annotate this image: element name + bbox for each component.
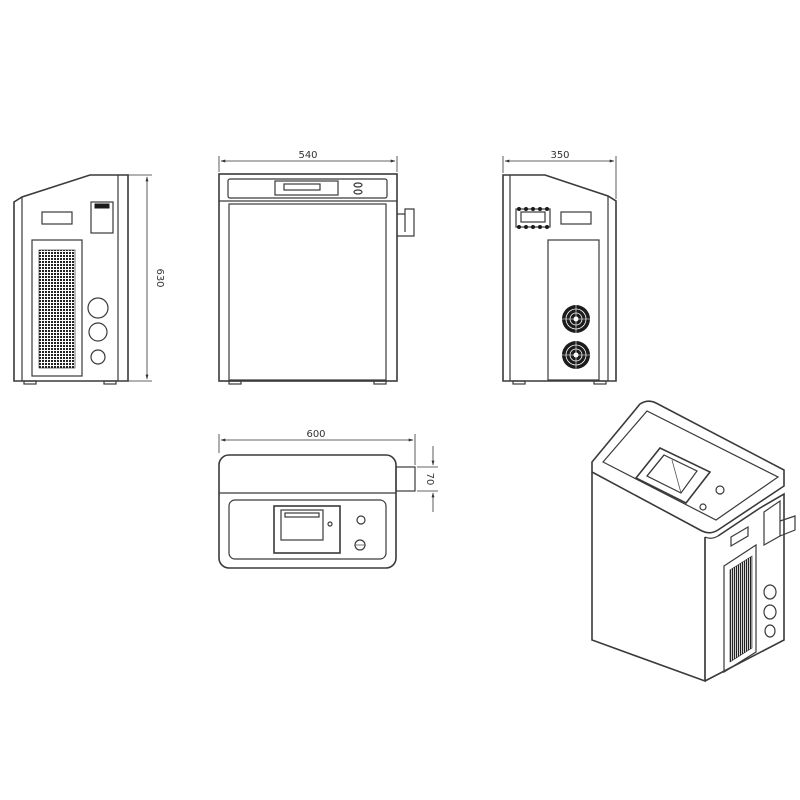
iso-vent-grille (729, 555, 753, 663)
top-handle (395, 466, 416, 492)
side-vent-grille (38, 249, 76, 369)
front-control-strip (227, 178, 388, 199)
top-display-window (273, 505, 341, 554)
front-side-handle (397, 208, 415, 237)
isometric-view (591, 400, 796, 683)
top-button-1 (356, 515, 366, 525)
right-side-view: 350 (502, 150, 617, 385)
iso-display (634, 447, 712, 505)
dim-depth-label: 350 (550, 150, 569, 161)
side-vent-panel (31, 239, 83, 377)
top-view: 600 70 (218, 429, 438, 569)
fan-1 (562, 305, 590, 333)
left-side-view: 630 (13, 174, 165, 385)
dim-front-width-label: 540 (298, 150, 317, 161)
front-view: 540 (218, 150, 415, 385)
side-bracket (90, 201, 114, 234)
dim-height-label: 630 (154, 268, 165, 287)
right-label-plate (560, 211, 592, 225)
dim-top-width-label: 600 (306, 429, 325, 440)
dim-handle-depth-label: 70 (424, 473, 435, 486)
side-port-3 (90, 349, 106, 365)
front-door-panel (228, 203, 387, 381)
side-port-1 (87, 297, 109, 319)
fan-panel (547, 239, 600, 381)
iso-vent-panel (723, 543, 757, 674)
fan-2 (562, 341, 590, 369)
side-label-plate (41, 211, 73, 225)
front-display (274, 180, 339, 196)
side-port-2 (88, 322, 108, 342)
iso-handle (763, 499, 781, 547)
top-panel (228, 499, 387, 560)
